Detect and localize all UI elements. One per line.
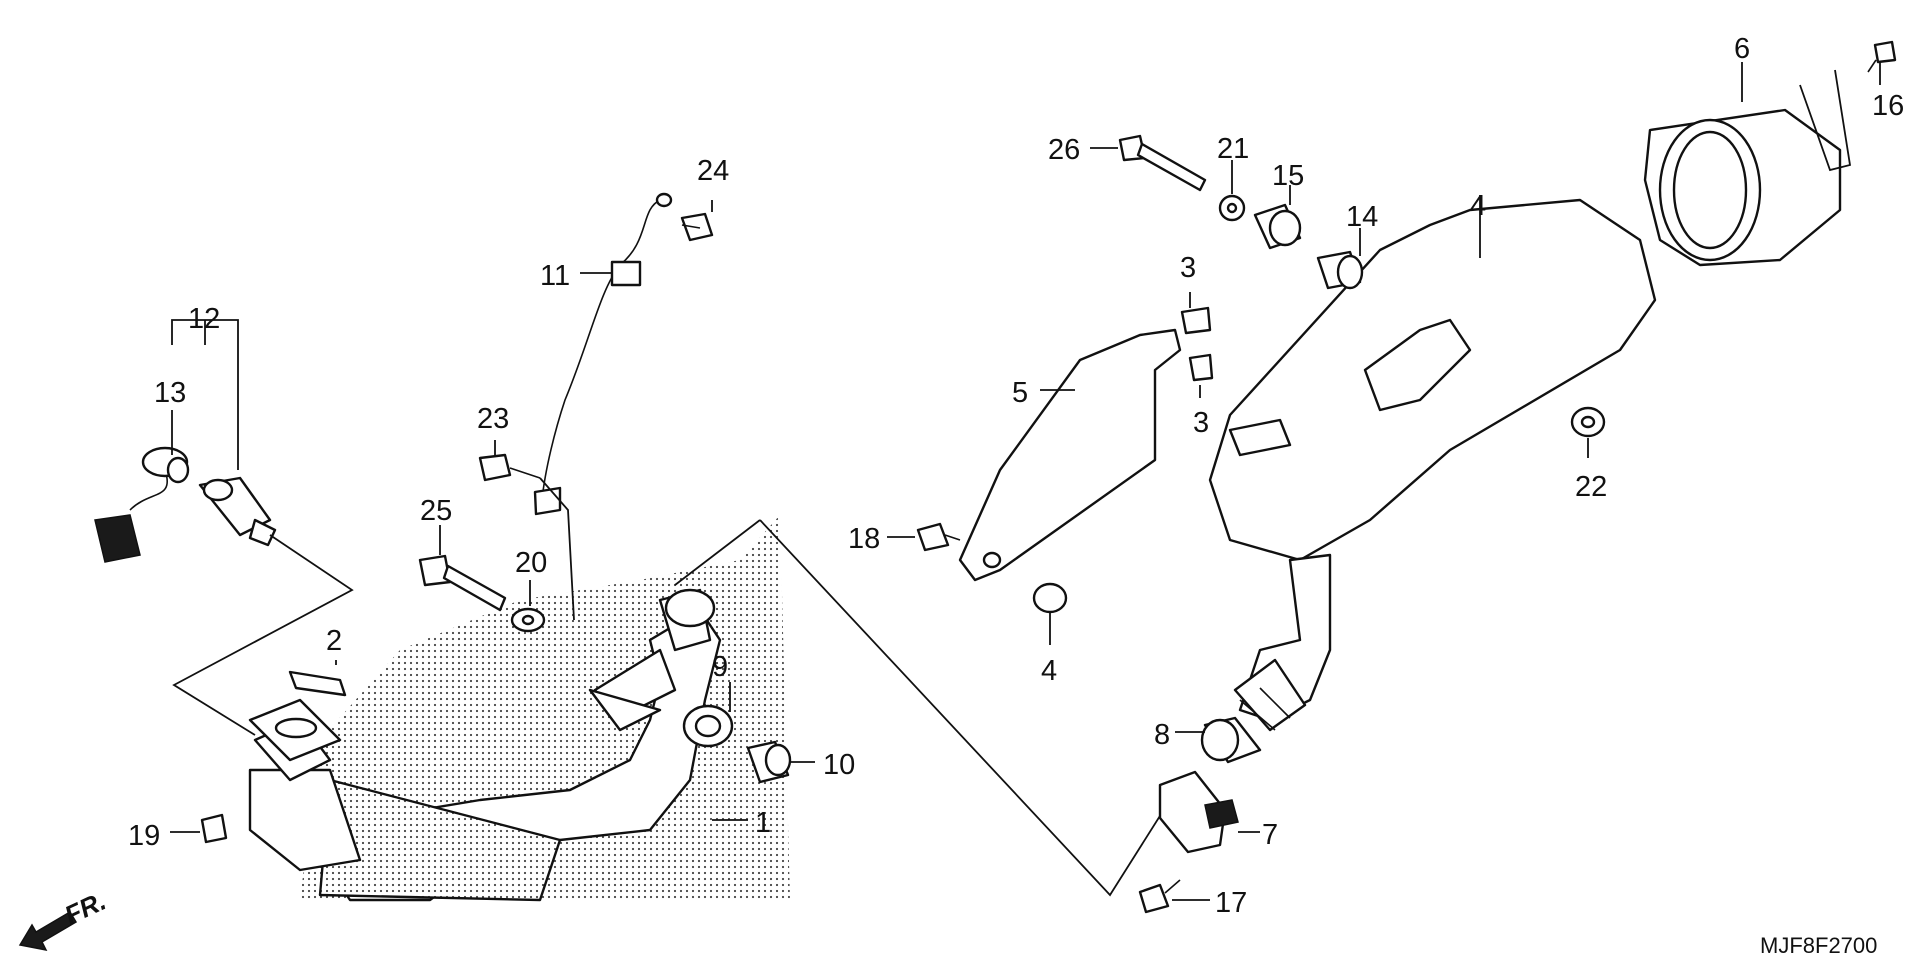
- callout-25: 24: [697, 155, 729, 187]
- callout-12: 11: [540, 260, 570, 292]
- part-6-grommet[interactable]: [1032, 582, 1068, 614]
- part-21-washer[interactable]: [510, 607, 546, 633]
- callout-2: 2: [326, 625, 342, 657]
- callout-24: 23: [477, 403, 509, 435]
- callout-8: 7: [1262, 819, 1278, 851]
- part-8-band-clamp[interactable]: [1158, 770, 1239, 854]
- callout-19: 18: [848, 523, 880, 555]
- callout-9: 8: [1154, 719, 1170, 751]
- callout-3-upper: 3: [1180, 252, 1196, 284]
- part-3-clip-lower[interactable]: [1188, 353, 1214, 382]
- callout-4: 4: [1470, 190, 1486, 222]
- part-17-screw[interactable]: [1867, 40, 1897, 73]
- part-15-collar[interactable]: [1316, 250, 1364, 290]
- part-23-nut[interactable]: [1570, 406, 1606, 438]
- part-9-gasket-ring[interactable]: [1200, 716, 1262, 764]
- part-16-rubber-mount[interactable]: [1253, 203, 1302, 250]
- part-25-bolt[interactable]: [680, 212, 714, 242]
- exhaust-flange[interactable]: [248, 698, 342, 762]
- callout-27: 26: [1048, 134, 1080, 166]
- part-4-muffler[interactable]: [1208, 198, 1657, 732]
- callout-14: 13: [154, 377, 186, 409]
- callout-16: 15: [1272, 160, 1304, 192]
- part-5-heat-shield[interactable]: [958, 328, 1182, 582]
- part-18-bolt[interactable]: [1138, 879, 1181, 914]
- part-3-clip-upper[interactable]: [1180, 306, 1212, 335]
- part-26-long-bolt[interactable]: [418, 554, 507, 612]
- part-19-bolt[interactable]: [916, 522, 961, 552]
- part-10-grommet[interactable]: [682, 704, 734, 748]
- callout-11: 10: [823, 749, 855, 781]
- callout-21: 20: [515, 547, 547, 579]
- callout-1: 1: [755, 807, 771, 839]
- callout-18: 17: [1215, 887, 1247, 919]
- part-24-bolt[interactable]: [478, 453, 541, 482]
- part-14-o2-sensor[interactable]: [94, 446, 190, 563]
- callout-13: 12: [188, 303, 220, 335]
- front-direction-arrow-icon: [18, 910, 78, 952]
- callout-26: 25: [420, 495, 452, 527]
- part-2-gasket[interactable]: [288, 670, 347, 697]
- part-22-washer[interactable]: [1218, 194, 1246, 222]
- part-11-collar[interactable]: [746, 740, 792, 784]
- part-12-cable-clamp[interactable]: [533, 192, 673, 516]
- callout-15: 14: [1346, 201, 1378, 233]
- part-20-nut[interactable]: [200, 813, 228, 844]
- callout-3-lower: 3: [1193, 407, 1209, 439]
- part-7-end-cap[interactable]: [1643, 108, 1842, 267]
- callout-7: 6: [1734, 33, 1750, 65]
- part-1-exhaust-pipe[interactable]: [248, 588, 722, 902]
- part-27-bolt[interactable]: [1118, 134, 1207, 192]
- callout-17: 16: [1872, 90, 1904, 122]
- part-13-o2-sensor-body[interactable]: [198, 476, 277, 547]
- callout-22: 21: [1217, 133, 1249, 165]
- callout-5: 5: [1012, 377, 1028, 409]
- callout-6: 4: [1041, 655, 1057, 687]
- callout-10: 9: [712, 651, 728, 683]
- diagram-code: MJF8F2700: [1760, 933, 1877, 958]
- callout-20: 19: [128, 820, 160, 852]
- callout-23: 22: [1575, 471, 1607, 503]
